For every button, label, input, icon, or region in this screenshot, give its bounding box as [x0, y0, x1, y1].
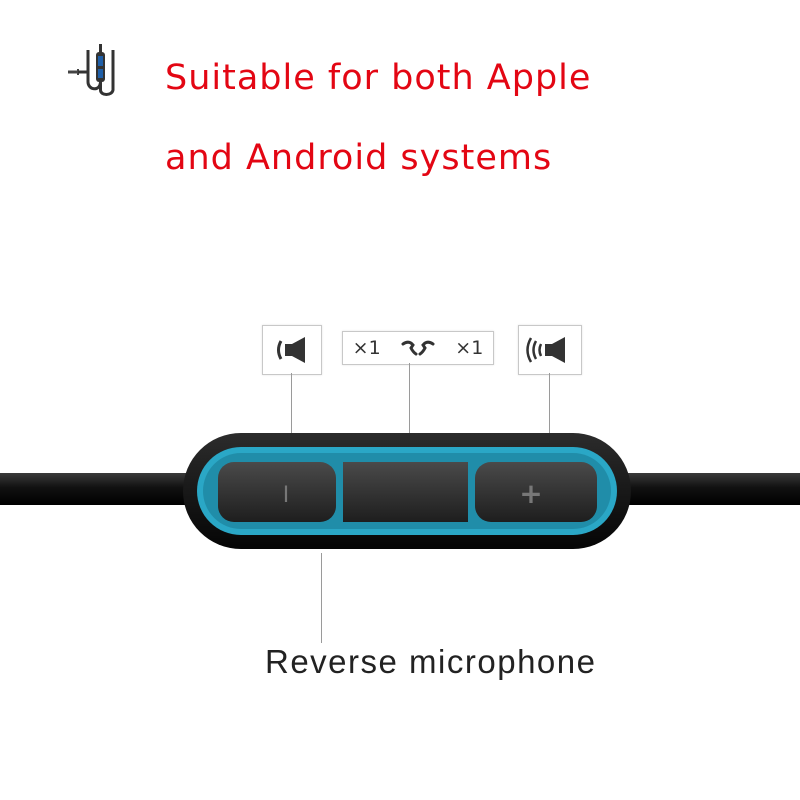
cable-right	[615, 473, 800, 505]
cable-left	[0, 473, 200, 505]
press-count-right: ×1	[455, 337, 484, 359]
inline-remote-control: I +	[0, 433, 800, 549]
volume-up-callout	[518, 325, 582, 375]
leader-line-volume-up	[549, 373, 550, 461]
plus-label: +	[519, 477, 542, 510]
headphone-cable-icon	[68, 44, 115, 96]
leader-line-volume-down	[291, 373, 292, 463]
leader-line-microphone	[321, 553, 322, 643]
headline-line-1: Suitable for both Apple	[165, 58, 592, 98]
phone-call-icon	[401, 340, 435, 356]
leader-line-call	[409, 363, 410, 481]
minus-label: I	[283, 483, 290, 508]
volume-down-callout	[262, 325, 322, 375]
volume-down-button[interactable]	[218, 462, 336, 522]
call-button[interactable]	[343, 462, 468, 522]
volume-down-icon	[277, 337, 305, 363]
volume-up-icon	[526, 337, 565, 363]
volume-up-button[interactable]	[475, 462, 597, 522]
call-callout: ×1 ×1	[342, 331, 494, 365]
press-count-left: ×1	[352, 337, 381, 359]
headline-line-2: and Android systems	[165, 138, 553, 178]
microphone-caption: Reverse microphone	[265, 643, 597, 680]
